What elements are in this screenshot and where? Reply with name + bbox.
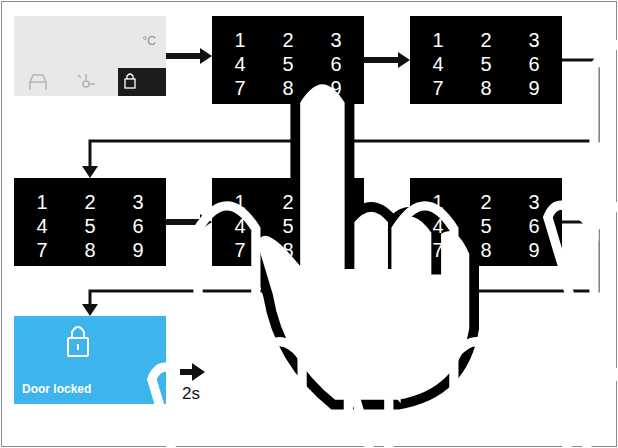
keypad-panel: 123 456 789 (212, 16, 364, 104)
keypad-digit: 5 (264, 52, 312, 76)
timeout-label: 2s (182, 384, 200, 404)
keypad-digit: 6 (510, 52, 558, 76)
keypad-digit: 4 (216, 52, 264, 76)
unit-label: °C (14, 34, 156, 48)
keypad-digit: 4 (216, 214, 264, 238)
hand-pointer (152, 206, 389, 448)
keypad-digit: 6 (312, 52, 360, 76)
keypad-digit: 1 (216, 190, 264, 214)
keypad-digit: 7 (216, 238, 264, 262)
keypad-digit: 3 (312, 28, 360, 52)
keypad-digit: 7 (18, 238, 66, 262)
keypad-digit: 2 (264, 28, 312, 52)
arrow-head (82, 166, 98, 178)
arrow-head (82, 304, 98, 316)
keypad-digit: 3 (510, 28, 558, 52)
keypad-digit: 3 (312, 190, 360, 214)
keypad-digit: 2 (462, 28, 510, 52)
hand-pointer (548, 206, 618, 448)
keypad-digit: 2 (66, 190, 114, 214)
door-lock-icon (68, 327, 88, 356)
keypad-digit: 4 (414, 52, 462, 76)
keypad-panel: 123 456 789 (14, 178, 166, 266)
hand-pointer (350, 206, 587, 448)
keypad-digit: 7 (414, 76, 462, 100)
keypad-digit: 5 (66, 214, 114, 238)
status-text: Door locked (22, 382, 158, 396)
arrow-head (398, 52, 410, 68)
keypad-digit: 3 (510, 190, 558, 214)
keypad-digit: 1 (414, 190, 462, 214)
lock-button (118, 68, 166, 96)
keypad-digit: 7 (414, 238, 462, 262)
keypad-digit: 8 (264, 238, 312, 262)
keypad-panel: 123 456 789 (410, 16, 562, 104)
keypad-digit: 8 (462, 238, 510, 262)
arrow-line (364, 57, 400, 63)
keypad-digit: 2 (462, 190, 510, 214)
keypad-digit: 3 (114, 190, 162, 214)
keypad-digit: 4 (18, 214, 66, 238)
keypad-digit: 4 (414, 214, 462, 238)
keypad-digit: 1 (216, 28, 264, 52)
keypad-digit: 8 (264, 76, 312, 100)
arrow-head (200, 48, 212, 64)
car-icon (30, 75, 46, 90)
status-box: Door locked (14, 316, 166, 404)
keypad-digit: 6 (510, 214, 558, 238)
keypad-digit: 6 (312, 214, 360, 238)
flow-arrow (364, 52, 410, 68)
keypad-digit: 5 (462, 214, 510, 238)
keypad-digit: 9 (510, 76, 558, 100)
arrow-line (166, 53, 202, 59)
hand-pointer (252, 79, 474, 404)
keypad-digit: 2 (264, 190, 312, 214)
keypad-digit: 9 (114, 238, 162, 262)
keypad-digit: 6 (114, 214, 162, 238)
keypad-digit: 8 (66, 238, 114, 262)
lock-icon (125, 74, 135, 88)
keypad-digit: 9 (312, 76, 360, 100)
keypad-digit: 8 (462, 76, 510, 100)
keypad-digit: 5 (264, 214, 312, 238)
fan-icon (78, 74, 95, 87)
keypad-digit: 1 (18, 190, 66, 214)
keypad-panel: 123 456 789 (410, 178, 562, 266)
timeout-arrow (180, 363, 205, 381)
keypad-digit: 5 (462, 52, 510, 76)
keypad-digit: 9 (510, 238, 558, 262)
keypad-digit: 9 (312, 238, 360, 262)
flow-arrow (166, 48, 212, 64)
keypad-panel: 123 456 789 (212, 178, 364, 266)
keypad-digit: 7 (216, 76, 264, 100)
keypad-digit: 1 (414, 28, 462, 52)
